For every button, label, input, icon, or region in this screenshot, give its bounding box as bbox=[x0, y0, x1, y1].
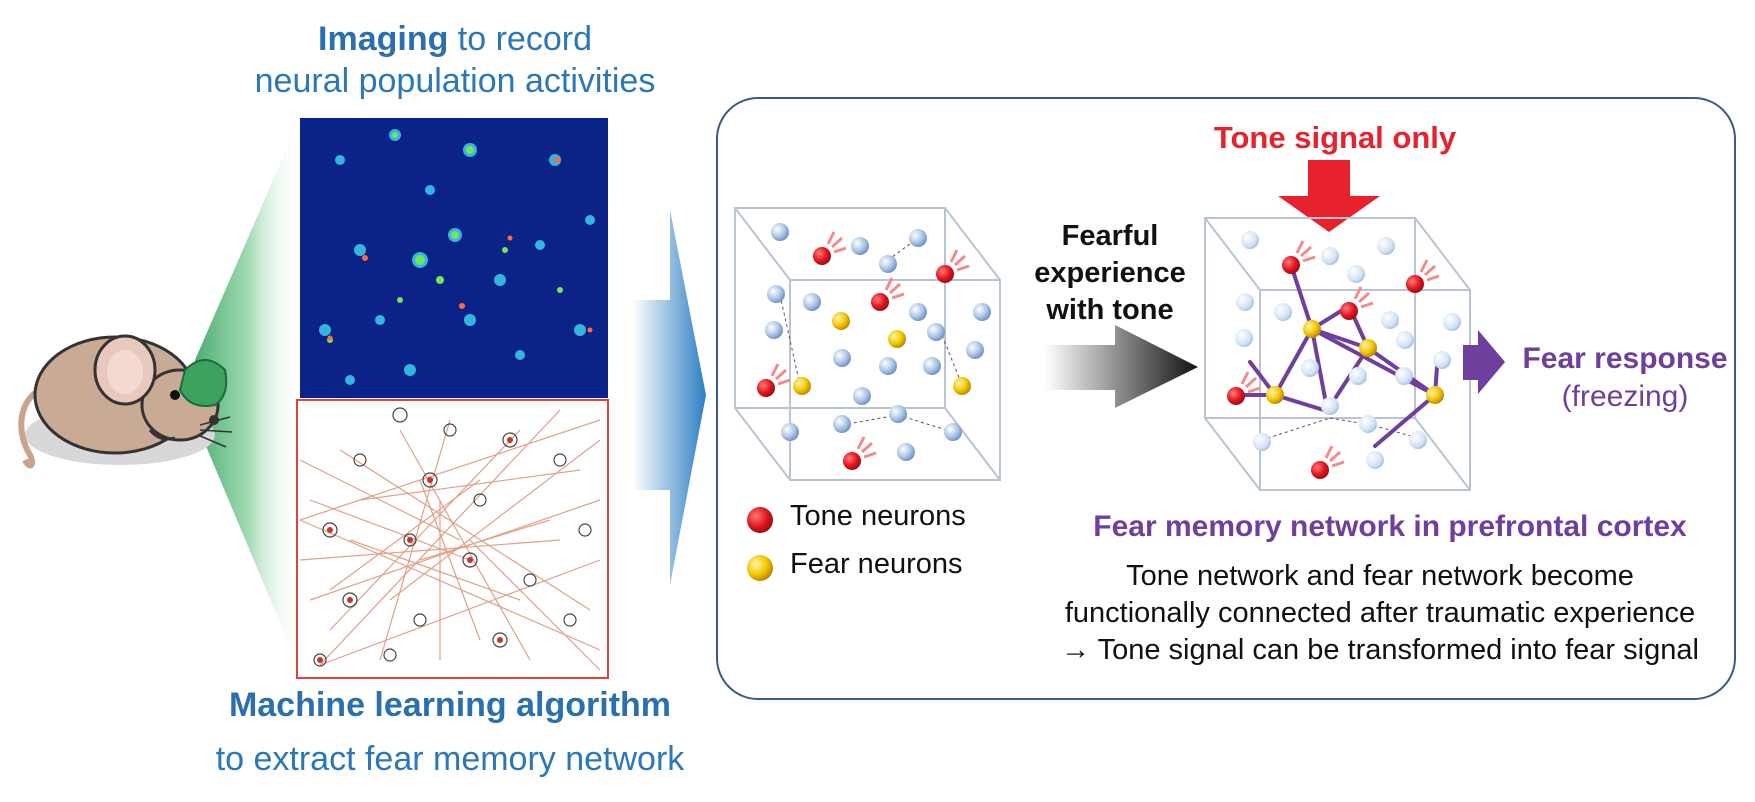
result-panel bbox=[716, 97, 1736, 700]
mouse-icon bbox=[18, 334, 233, 469]
cube-before bbox=[734, 207, 1001, 481]
blue-flow-arrow bbox=[633, 210, 706, 585]
imaging-rest: to record bbox=[448, 20, 592, 58]
cube-after-signal-marks bbox=[1240, 240, 1440, 468]
description-line-3: → Tone signal can be transformed into fe… bbox=[1061, 634, 1699, 666]
cube-after bbox=[1204, 217, 1471, 491]
ml-subtitle: to extract fear memory network bbox=[215, 740, 685, 778]
fearful-line1: Fearful bbox=[1061, 220, 1159, 252]
fear-response-text: Fear response bbox=[1522, 342, 1728, 375]
legend-fear-label: Fear neurons bbox=[790, 548, 963, 580]
light-beam bbox=[195, 118, 300, 670]
fear-response-arrow bbox=[1463, 330, 1505, 394]
legend-tone-label: Tone neurons bbox=[790, 500, 966, 532]
calcium-imaging-image bbox=[300, 118, 608, 398]
cube-before-signal-marks bbox=[770, 231, 970, 459]
imaging-line2: neural population activities bbox=[254, 62, 656, 100]
fearful-experience-arrow bbox=[1045, 325, 1198, 408]
ml-title: Machine learning algorithm bbox=[228, 686, 672, 724]
fearful-line2: experience bbox=[1034, 257, 1186, 289]
legend-tone-dot bbox=[747, 507, 773, 533]
tone-signal-label: Tone signal only bbox=[1213, 120, 1457, 155]
description-line-2: functionally connected after traumatic e… bbox=[1064, 597, 1696, 629]
tone-signal-arrow bbox=[1278, 160, 1380, 232]
fearful-experience-label: Fearful experience with tone bbox=[1020, 218, 1200, 329]
imaging-caption: Imaging to record neural population acti… bbox=[200, 18, 710, 102]
fear-response-label: Fear response (freezing) bbox=[1505, 340, 1745, 416]
cube-before-neurons bbox=[757, 223, 991, 470]
imaging-bold: Imaging bbox=[318, 20, 449, 58]
network-graph-image bbox=[296, 399, 609, 679]
fearful-line3: with tone bbox=[1046, 294, 1174, 326]
freezing-text: (freezing) bbox=[1561, 380, 1689, 413]
description-line-1: Tone network and fear network become bbox=[1126, 560, 1634, 592]
legend-fear-dot bbox=[747, 555, 773, 581]
network-title: Fear memory network in prefrontal cortex bbox=[1093, 510, 1687, 543]
cube-after-neurons bbox=[1227, 231, 1461, 479]
